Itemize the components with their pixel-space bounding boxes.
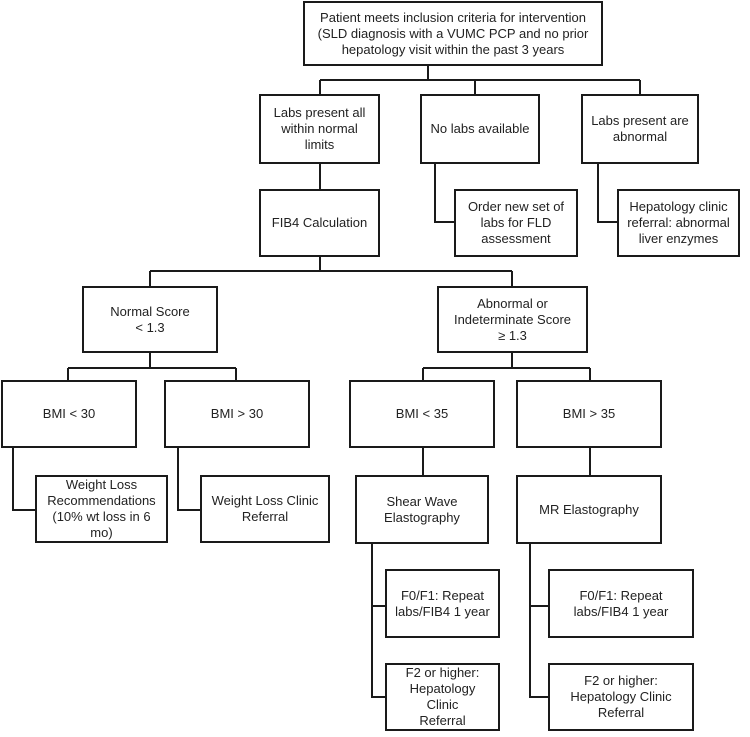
inclusion-criteria-node: Patient meets inclusion criteria for int… [303,1,603,66]
bmi-lt-35-node: BMI < 35 [349,380,495,448]
order-labs-node: Order new set of labs for FLD assessment [454,189,578,257]
bmi-gt-35-node: BMI > 35 [516,380,662,448]
fib4-calculation-node: FIB4 Calculation [259,189,380,257]
shear-wave-elastography-node: Shear Wave Elastography [355,475,489,544]
weight-loss-clinic-node: Weight Loss Clinic Referral [200,475,330,543]
no-labs-node: No labs available [420,94,540,164]
f0-f1-left-node: F0/F1: Repeat labs/FIB4 1 year [385,569,500,638]
bmi-gt-30-node: BMI > 30 [164,380,310,448]
bmi-lt-30-node: BMI < 30 [1,380,137,448]
labs-normal-node: Labs present all within normal limits [259,94,380,164]
f2-higher-right-node: F2 or higher: Hepatology Clinic Referral [548,663,694,731]
f0-f1-right-node: F0/F1: Repeat labs/FIB4 1 year [548,569,694,638]
abnormal-score-node: Abnormal or Indeterminate Score ≥ 1.3 [437,286,588,353]
f2-higher-left-node: F2 or higher: Hepatology Clinic Referral [385,663,500,731]
mr-elastography-node: MR Elastography [516,475,662,544]
labs-abnormal-node: Labs present are abnormal [581,94,699,164]
weight-loss-recommendations-node: Weight Loss Recommendations (10% wt loss… [35,475,168,543]
normal-score-node: Normal Score < 1.3 [82,286,218,353]
hepatology-referral-enzymes-node: Hepatology clinic referral: abnormal liv… [617,189,740,257]
